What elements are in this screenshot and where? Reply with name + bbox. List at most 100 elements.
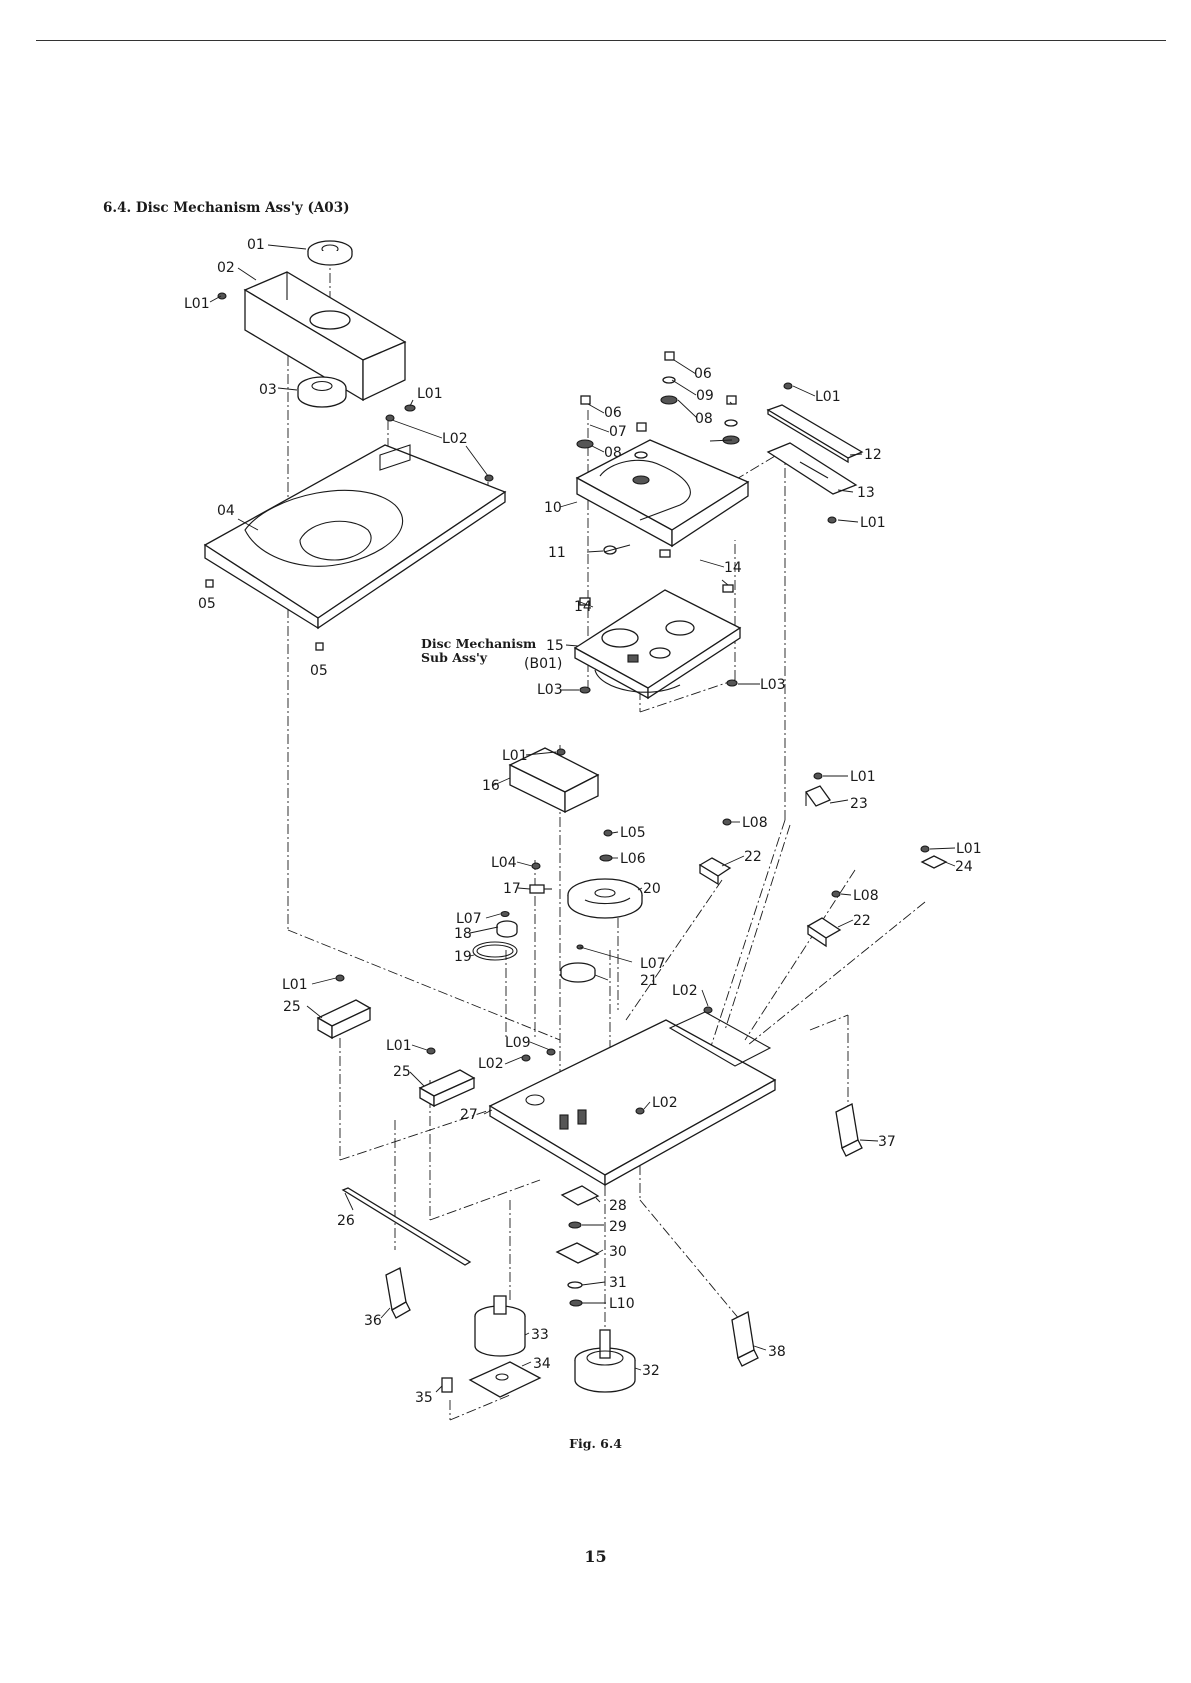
label-L07b: L07: [640, 956, 666, 972]
part-27-base-chassis: [488, 1011, 777, 1187]
part-04-disc-tray: [203, 444, 507, 630]
subassembly-code: (B01): [524, 656, 562, 672]
part-02-clamp-bracket: [243, 271, 407, 402]
label-14b: 14: [574, 599, 592, 615]
label-38: 38: [768, 1344, 786, 1360]
label-22b: 22: [853, 913, 871, 929]
label-L01e: L01: [502, 748, 528, 764]
label-05b: 05: [310, 663, 328, 679]
label-35: 35: [415, 1390, 433, 1406]
part-03-turntable-hub: [297, 376, 347, 408]
label-05: 05: [198, 596, 216, 612]
part-17-gear-shaft: [529, 884, 552, 894]
part-01-clamper: [307, 240, 353, 266]
label-03: 03: [259, 382, 277, 398]
label-L03: L03: [537, 682, 563, 698]
part-26-rod: [341, 1187, 472, 1266]
label-19: 19: [454, 949, 472, 965]
part-24-clip: [920, 855, 948, 869]
label-25b: 25: [393, 1064, 411, 1080]
label-23: 23: [850, 796, 868, 812]
part-15-disc-mechanism-sub-assy: [573, 589, 742, 700]
label-L01b: L01: [417, 386, 443, 402]
part-35-clip: [441, 1377, 453, 1393]
label-L02b: L02: [672, 983, 698, 999]
screw-set: [217, 292, 930, 1115]
label-25: 25: [283, 999, 301, 1015]
label-32: 32: [642, 1363, 660, 1379]
part-19-belt: [472, 941, 518, 961]
label-24: 24: [955, 859, 973, 875]
label-28: 28: [609, 1198, 627, 1214]
part-32-spindle-motor: [574, 1329, 636, 1393]
label-06b: 06: [604, 405, 622, 421]
label-L01f: L01: [850, 769, 876, 785]
label-L09: L09: [505, 1035, 531, 1051]
label-L01: L01: [184, 296, 210, 312]
label-13: 13: [857, 485, 875, 501]
part-38-leg: [731, 1311, 759, 1367]
subassembly-name-line1: Disc Mechanism: [421, 636, 536, 651]
label-18: 18: [454, 926, 472, 942]
label-L01d: L01: [860, 515, 886, 531]
part-12-bracket: [766, 404, 864, 464]
part-36-leg: [385, 1267, 411, 1319]
label-22: 22: [744, 849, 762, 865]
label-33: 33: [531, 1327, 549, 1343]
label-36: 36: [364, 1313, 382, 1329]
part-31-washer: [567, 1281, 583, 1289]
label-L02: L02: [442, 431, 468, 447]
label-14: 14: [724, 560, 742, 576]
part-22-holder: [698, 857, 842, 948]
label-L04: L04: [491, 855, 517, 871]
figure-caption: Fig. 6.4: [569, 1436, 622, 1451]
part-34-motor-plate: [468, 1361, 542, 1398]
label-L07: L07: [456, 911, 482, 927]
part-11-screw: [603, 544, 631, 555]
label-L01h: L01: [282, 977, 308, 993]
part-37-leg: [835, 1103, 863, 1157]
label-L05: L05: [620, 825, 646, 841]
label-07: 07: [609, 424, 627, 440]
label-27: 27: [460, 1107, 478, 1123]
part-labels: 01 02 03 04 05 05 06 06 07 08 08 09 10 1…: [198, 237, 973, 1406]
label-06: 06: [694, 366, 712, 382]
label-L01i: L01: [386, 1038, 412, 1054]
part-18-pulley: [496, 920, 518, 938]
label-10: 10: [544, 500, 562, 516]
subassembly-caption: Disc Mechanism Sub Ass'y (B01): [421, 636, 562, 672]
section-title: 6.4. Disc Mechanism Ass'y (A03): [103, 200, 350, 216]
label-02: 02: [217, 260, 235, 276]
screw-labels: L01 L01 L01 L01 L01 L01 L01 L01 L01 L02 …: [184, 296, 982, 1312]
label-37: 37: [878, 1134, 896, 1150]
label-L01g: L01: [956, 841, 982, 857]
label-04: 04: [217, 503, 235, 519]
part-10-chassis-frame: [575, 439, 750, 548]
part-23-bracket: [805, 785, 831, 807]
label-15: 15: [546, 638, 564, 654]
part-16-cover: [508, 747, 600, 814]
label-31: 31: [609, 1275, 627, 1291]
part-30-bracket: [555, 1242, 600, 1264]
part-29-spacer: [568, 1221, 582, 1229]
label-L10: L10: [609, 1296, 635, 1312]
label-12: 12: [864, 447, 882, 463]
part-28-holder: [560, 1185, 600, 1206]
part-21-small-gear: [560, 962, 596, 983]
label-11: 11: [548, 545, 566, 561]
part-33-loading-motor: [474, 1295, 526, 1357]
label-L08b: L08: [853, 888, 879, 904]
header-rule: [36, 40, 1166, 41]
leader-lines: [209, 244, 956, 1393]
part-06-09-damper-stack: [576, 351, 740, 485]
part-20-drive-gear: [567, 878, 643, 919]
label-L02c: L02: [478, 1056, 504, 1072]
part-05-foot: [205, 579, 324, 651]
label-17: 17: [503, 881, 521, 897]
label-L08: L08: [742, 815, 768, 831]
label-L01c: L01: [815, 389, 841, 405]
part-25-holder: [316, 999, 476, 1108]
subassembly-name-line2: Sub Ass'y: [421, 650, 488, 665]
label-21: 21: [640, 973, 658, 989]
